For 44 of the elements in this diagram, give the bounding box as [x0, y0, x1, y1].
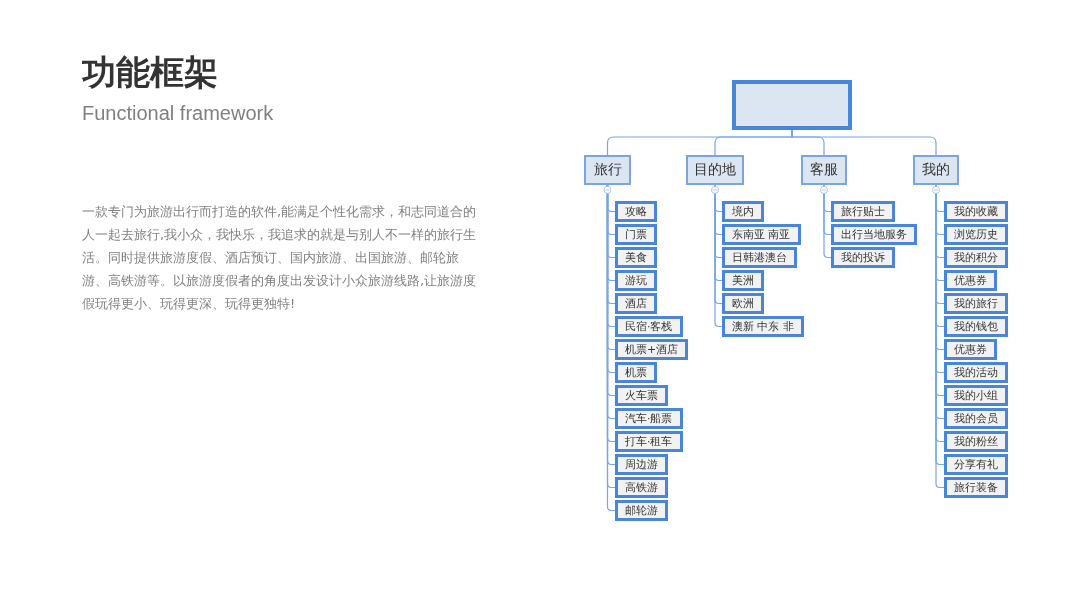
item-box: 优惠券	[944, 339, 997, 360]
description-paragraph: 一款专门为旅游出行而打造的软件,能满足个性化需求，和志同道合的人一起去旅行,我小众，我快乐，我追求的就是与别人不一样的旅行生活。同时提供旅游度假、酒店预订、国内旅游、出国旅游、邮轮旅游、高铁游等。以旅游度假者的角度出发设计小众旅游线路,让旅游度假玩得更小、玩得更深、玩得更独特!	[82, 203, 478, 313]
item-box: 机票	[615, 362, 657, 383]
item-box: 浏览历史	[944, 224, 1008, 245]
subtitle: Functional framework	[82, 102, 274, 125]
item-box: 出行当地服务	[831, 224, 917, 245]
item-box: 旅行贴士	[831, 201, 895, 222]
item-box: 优惠券	[944, 270, 997, 291]
item-box: 境内	[722, 201, 764, 222]
item-box: 欧洲	[722, 293, 764, 314]
item-box: 我的积分	[944, 247, 1008, 268]
item-box: 打车·租车	[615, 431, 683, 452]
root-box	[732, 80, 852, 130]
item-box: 高铁游	[615, 477, 668, 498]
item-box: 美食	[615, 247, 657, 268]
item-box: 美洲	[722, 270, 764, 291]
item-box: 我的会员	[944, 408, 1008, 429]
item-box: 民宿·客栈	[615, 316, 683, 337]
item-box: 门票	[615, 224, 657, 245]
item-box: 我的旅行	[944, 293, 1008, 314]
item-box: 机票+酒店	[615, 339, 689, 360]
item-box: 我的粉丝	[944, 431, 1008, 452]
item-box: 澳新 中东 非	[722, 316, 804, 337]
item-box: 火车票	[615, 385, 668, 406]
category-box: 我的	[913, 155, 959, 185]
item-box: 我的投诉	[831, 247, 895, 268]
category-box: 目的地	[686, 155, 744, 185]
item-box: 我的活动	[944, 362, 1008, 383]
item-box: 酒店	[615, 293, 657, 314]
item-box: 周边游	[615, 454, 668, 475]
item-box: 游玩	[615, 270, 657, 291]
item-box: 日韩港澳台	[722, 247, 797, 268]
item-box: 我的小组	[944, 385, 1008, 406]
item-box: 分享有礼	[944, 454, 1008, 475]
item-box: 汽车·船票	[615, 408, 683, 429]
item-box: 我的钱包	[944, 316, 1008, 337]
category-box: 客服	[801, 155, 847, 185]
item-box: 东南亚 南亚	[722, 224, 801, 245]
item-box: 攻略	[615, 201, 657, 222]
item-box: 我的收藏	[944, 201, 1008, 222]
item-box: 邮轮游	[615, 500, 668, 521]
page-title: 功能框架	[82, 51, 218, 94]
category-box: 旅行	[584, 155, 631, 185]
item-box: 旅行装备	[944, 477, 1008, 498]
